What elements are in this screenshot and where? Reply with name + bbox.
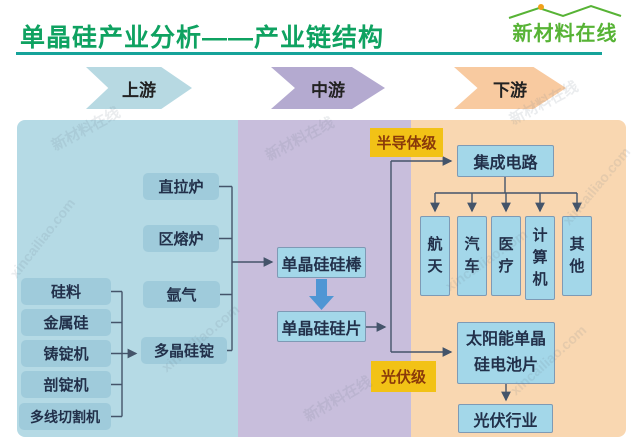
node-medical: 医疗 (491, 216, 521, 296)
node-argon-gas: 氩气 (143, 281, 220, 308)
stage-label-downstream: 下游 (493, 80, 527, 100)
node-mono-si-wafer: 单晶硅硅片 (277, 311, 366, 342)
stage-label-upstream: 上游 (122, 80, 156, 100)
node-polysilicon-ingot: 多晶硅锭 (141, 337, 227, 364)
node-automotive: 汽车 (457, 216, 487, 296)
node-other: 其他 (562, 216, 592, 296)
stage-label-midstream: 中游 (311, 80, 345, 100)
brand-logo-text: 新材料在线 (512, 23, 618, 45)
page-title: 单晶硅产业分析——产业链结构 (20, 24, 385, 52)
node-ingot-casting-machine: 铸锭机 (21, 340, 111, 367)
node-mono-si-rod: 单晶硅硅棒 (277, 247, 366, 278)
node-metal-silicon: 金属硅 (21, 309, 111, 336)
label-pv-grade: 光伏级 (371, 361, 436, 392)
node-fz-furnace: 区熔炉 (143, 225, 219, 252)
logo-roof-icon (508, 4, 622, 19)
brand-logo: 新材料在线 (497, 4, 633, 46)
node-computer: 计算机 (525, 216, 555, 300)
node-integrated-circuit: 集成电路 (457, 145, 554, 177)
node-pv-industry: 光伏行业 (458, 404, 553, 433)
node-silicon-feedstock: 硅料 (21, 278, 111, 305)
label-semiconductor-grade: 半导体级 (370, 128, 443, 157)
title-underline (16, 52, 602, 55)
node-ingot-squaring-machine: 剖锭机 (21, 371, 111, 398)
thick-down-arrow (309, 279, 334, 310)
node-cz-furnace: 直拉炉 (143, 173, 219, 200)
node-aerospace: 航天 (420, 216, 450, 296)
node-solar-mono-cell: 太阳能单晶硅电池片 (457, 322, 555, 384)
node-multi-wire-saw: 多线切割机 (19, 403, 111, 430)
